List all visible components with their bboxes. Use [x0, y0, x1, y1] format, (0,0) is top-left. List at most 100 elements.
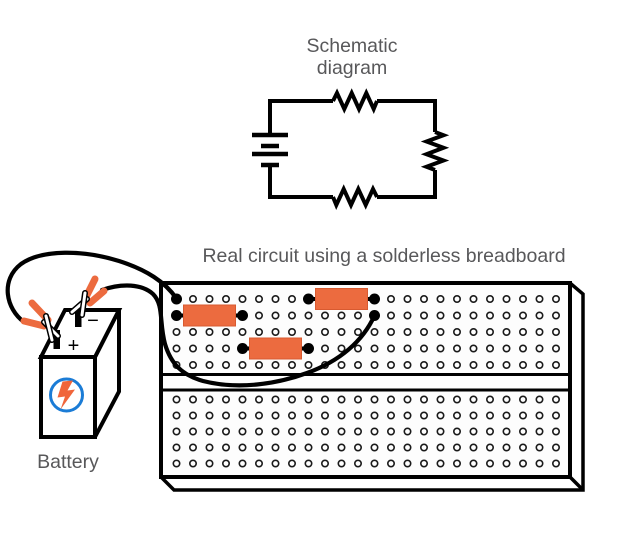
breadboard-hole	[485, 327, 494, 336]
breadboard-hole	[535, 395, 544, 404]
breadboard-hole	[403, 344, 412, 353]
breadboard-hole	[403, 427, 412, 436]
breadboard-hole	[320, 427, 329, 436]
breadboard-hole	[452, 395, 461, 404]
breadboard-hole	[419, 395, 428, 404]
breadboard-hole	[320, 311, 329, 320]
jumper-wires	[5, 250, 377, 388]
breadboard-hole	[436, 344, 445, 353]
breadboard-hole	[403, 294, 412, 303]
breadboard-hole	[189, 327, 198, 336]
breadboard-hole	[403, 411, 412, 420]
breadboard-hole	[337, 427, 346, 436]
schematic-title-line1: Schematic	[306, 35, 397, 57]
breadboard-hole	[205, 360, 214, 369]
breadboard-hole	[551, 411, 560, 420]
breadboard-hole	[436, 311, 445, 320]
alligator-clip-positive	[20, 299, 61, 343]
breadboard-hole	[535, 344, 544, 353]
negative-jumper-wire	[99, 283, 377, 388]
breadboard-hole	[419, 411, 428, 420]
alligator-clip-negative	[69, 275, 108, 318]
breadboard-hole	[419, 427, 428, 436]
battery-symbol	[252, 132, 288, 168]
breadboard-hole	[386, 294, 395, 303]
breadboard-hole	[518, 395, 527, 404]
breadboard-hole	[172, 411, 181, 420]
breadboard-hole	[403, 395, 412, 404]
lightning-bolt-icon	[57, 380, 75, 410]
breadboard-hole	[419, 459, 428, 468]
breadboard-hole	[222, 294, 231, 303]
breadboard-hole	[469, 459, 478, 468]
breadboard-hole	[518, 443, 527, 452]
breadboard-hole	[337, 327, 346, 336]
breadboard-hole	[502, 311, 511, 320]
positive-jumper-wire	[5, 250, 179, 325]
breadboard-hole	[238, 411, 247, 420]
battery-logo	[49, 377, 84, 413]
resistor-2-body	[249, 337, 302, 360]
breadboard-hole	[189, 459, 198, 468]
breadboard-hole	[255, 427, 264, 436]
breadboard-hole	[320, 344, 329, 353]
breadboard-hole	[271, 459, 280, 468]
breadboard-hole	[304, 459, 313, 468]
breadboard-hole	[222, 344, 231, 353]
breadboard-corner-edge	[568, 475, 585, 492]
breadboard-hole	[551, 344, 560, 353]
breadboard-hole	[535, 411, 544, 420]
breadboard-hole	[518, 294, 527, 303]
breadboard-hole	[337, 311, 346, 320]
breadboard-hole	[518, 411, 527, 420]
breadboard-hole	[238, 395, 247, 404]
breadboard-hole	[271, 443, 280, 452]
breadboard-hole	[419, 311, 428, 320]
breadboard-hole	[238, 427, 247, 436]
breadboard-hole	[189, 427, 198, 436]
resistor-1-lead-dot	[171, 310, 182, 321]
breadboard-hole	[386, 459, 395, 468]
breadboard-hole	[535, 443, 544, 452]
breadboard-hole	[287, 395, 296, 404]
breadboard-hole	[304, 443, 313, 452]
breadboard-hole	[353, 443, 362, 452]
breadboard-hole	[337, 443, 346, 452]
breadboard-hole	[502, 411, 511, 420]
breadboard-hole	[271, 327, 280, 336]
breadboard-hole	[370, 443, 379, 452]
breadboard-hole	[386, 311, 395, 320]
breadboard-hole	[370, 395, 379, 404]
breadboard-hole	[551, 427, 560, 436]
breadboard-hole	[304, 360, 313, 369]
breadboard-hole	[518, 459, 527, 468]
battery-negative-terminal	[75, 308, 82, 327]
breadboard-hole	[452, 360, 461, 369]
breadboard-hole	[551, 395, 560, 404]
breadboard-hole	[518, 360, 527, 369]
breadboard-hole	[370, 344, 379, 353]
breadboard-hole	[535, 360, 544, 369]
negative-wire-tap	[369, 310, 380, 321]
breadboard-hole	[271, 427, 280, 436]
breadboard-hole	[205, 443, 214, 452]
resistor-1	[171, 304, 248, 327]
breadboard-hole	[535, 327, 544, 336]
breadboard-hole	[469, 344, 478, 353]
breadboard-hole	[403, 443, 412, 452]
breadboard-hole	[452, 327, 461, 336]
resistor-3-body	[315, 288, 368, 310]
breadboard-hole	[436, 327, 445, 336]
breadboard-hole	[436, 360, 445, 369]
breadboard-hole	[518, 427, 527, 436]
real-circuit-title: Real circuit using a solderless breadboa…	[202, 245, 565, 267]
positive-wire-tap	[171, 293, 182, 305]
breadboard-hole	[386, 327, 395, 336]
breadboard-hole	[551, 459, 560, 468]
breadboard-hole	[485, 459, 494, 468]
breadboard-hole	[485, 443, 494, 452]
breadboard-hole	[320, 443, 329, 452]
breadboard-hole	[271, 294, 280, 303]
breadboard-hole	[535, 427, 544, 436]
clip-jaw	[44, 314, 54, 342]
